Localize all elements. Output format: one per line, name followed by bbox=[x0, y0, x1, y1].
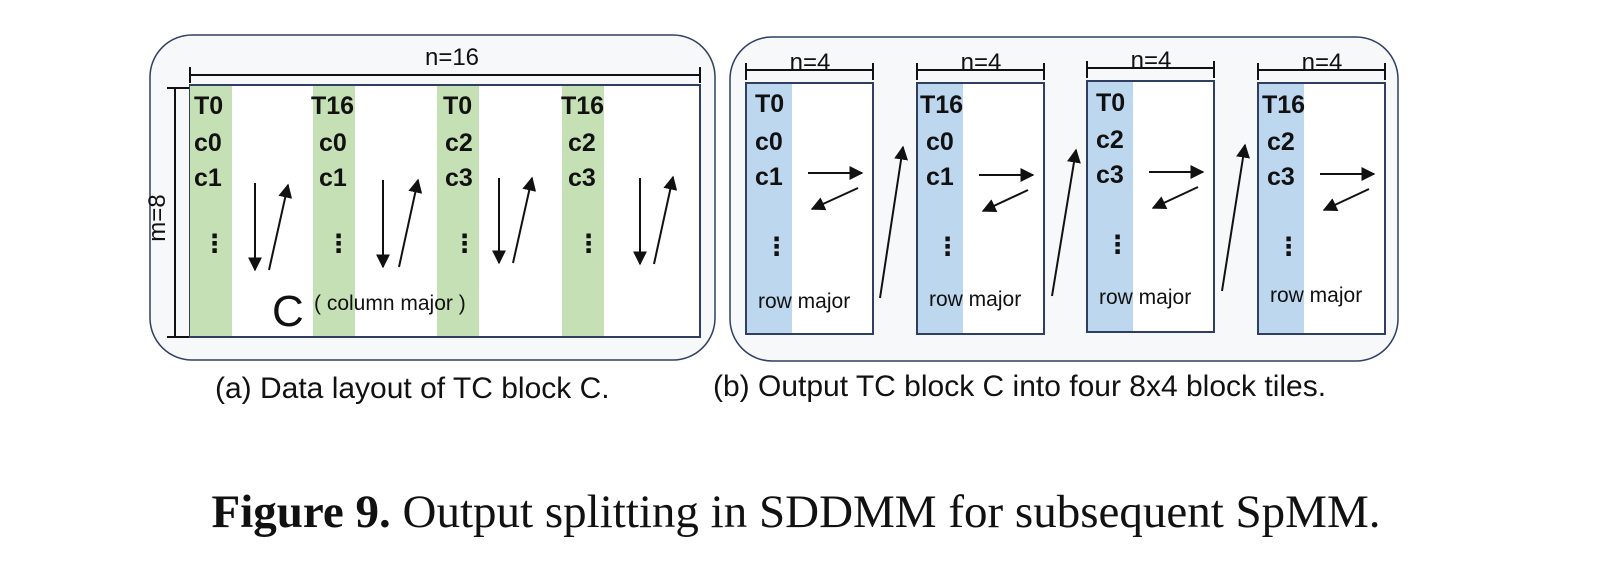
column-1-reg1: c0 bbox=[194, 129, 222, 157]
width-dimension: n=16 bbox=[189, 44, 701, 83]
transition-arrow-1 bbox=[879, 145, 909, 299]
tile-4: n=4 T16 c2 c3 ⋮ row major bbox=[1257, 49, 1386, 335]
width-label: n=16 bbox=[425, 44, 479, 71]
tile-3-strip bbox=[1088, 82, 1133, 331]
column-1-dots: ⋮ bbox=[202, 230, 227, 258]
tile-2-back-arrow bbox=[981, 189, 1029, 213]
tile-1-reg2: c1 bbox=[755, 163, 783, 191]
column-4-dots: ⋮ bbox=[576, 230, 601, 258]
column-1-thread: T0 bbox=[194, 92, 223, 120]
column-2-reg1: c0 bbox=[319, 129, 347, 157]
column-strip-3 bbox=[437, 86, 479, 336]
column-2-dots: ⋮ bbox=[326, 230, 351, 258]
column-2-thread: T16 bbox=[311, 92, 354, 120]
tile-3-reg1: c2 bbox=[1096, 126, 1124, 154]
panel-b-frame bbox=[729, 36, 1399, 362]
tile-2: n=4 T16 c0 c1 ⋮ row major bbox=[916, 49, 1045, 335]
column-2-reg2: c1 bbox=[319, 164, 347, 192]
tile-transition-arrows bbox=[879, 143, 1250, 299]
height-label: m=8 bbox=[144, 194, 171, 241]
panel-a-caption: (a) Data layout of TC block C. bbox=[215, 372, 610, 405]
tile-2-strip bbox=[918, 84, 963, 333]
tile-3-width-label: n=4 bbox=[1131, 47, 1172, 74]
up-arrow-3 bbox=[512, 176, 537, 264]
column-4-reg2: c3 bbox=[568, 164, 596, 192]
column-1-reg2: c1 bbox=[194, 164, 222, 192]
up-arrow-1 bbox=[268, 183, 293, 271]
column-3-reg1: c2 bbox=[445, 129, 473, 157]
height-dimension: m=8 bbox=[144, 87, 190, 338]
tile-4-strip bbox=[1259, 84, 1304, 333]
tile-2-reg1: c0 bbox=[926, 128, 954, 156]
panel-b-caption: (b) Output TC block C into four 8x4 bloc… bbox=[713, 370, 1326, 403]
tile-4-back-arrow bbox=[1322, 188, 1370, 212]
tile-3-thread: T0 bbox=[1096, 89, 1125, 117]
tile-1-note: row major bbox=[758, 290, 850, 313]
tile-1-width-label: n=4 bbox=[790, 49, 831, 76]
tile-3-dots: ⋮ bbox=[1105, 231, 1130, 259]
tile-1-reg1: c0 bbox=[755, 128, 783, 156]
transition-arrow-3 bbox=[1221, 143, 1250, 292]
column-strip-1 bbox=[190, 86, 232, 336]
figure-caption-label: Figure 9. bbox=[212, 486, 391, 538]
column-3-thread: T0 bbox=[443, 92, 472, 120]
tile-4-note: row major bbox=[1270, 284, 1362, 307]
tile-2-thread: T16 bbox=[920, 91, 963, 119]
column-3-dots: ⋮ bbox=[452, 230, 477, 258]
tile-3-note: row major bbox=[1099, 286, 1191, 309]
column-3-reg2: c3 bbox=[445, 164, 473, 192]
up-arrow-2 bbox=[398, 178, 423, 268]
tile-1-dots: ⋮ bbox=[764, 233, 789, 261]
tile-4-reg1: c2 bbox=[1267, 128, 1295, 156]
layout-note: ( column major ) bbox=[314, 292, 466, 315]
up-arrow-4 bbox=[653, 175, 678, 265]
tile-1-strip bbox=[747, 84, 792, 333]
tile-1-thread: T0 bbox=[755, 90, 784, 118]
panel-a: n=16 m=8 T0 c0 c1 ⋮ T16 c0 c1 ⋮ T0 c2 c3… bbox=[144, 34, 716, 361]
figure-caption-text: Output splitting in SDDMM for subsequent… bbox=[391, 486, 1381, 538]
tile-4-width-label: n=4 bbox=[1302, 49, 1343, 76]
matrix-letter: C bbox=[272, 287, 304, 336]
traversal-arrows bbox=[248, 175, 678, 272]
tile-3: n=4 T0 c2 c3 ⋮ row major bbox=[1086, 47, 1215, 333]
figure-caption: Figure 9. Output splitting in SDDMM for … bbox=[212, 486, 1381, 538]
tile-2-width-label: n=4 bbox=[961, 49, 1002, 76]
column-4-reg1: c2 bbox=[568, 129, 596, 157]
tile-2-reg2: c1 bbox=[926, 163, 954, 191]
tile-3-reg2: c3 bbox=[1096, 161, 1124, 189]
transition-arrow-2 bbox=[1051, 148, 1081, 297]
column-4-thread: T16 bbox=[561, 92, 604, 120]
tile-4-thread: T16 bbox=[1262, 91, 1305, 119]
tile-4-reg2: c3 bbox=[1267, 163, 1295, 191]
column-strip-2 bbox=[313, 86, 355, 336]
tile-2-dots: ⋮ bbox=[935, 233, 960, 261]
tile-4-dots: ⋮ bbox=[1276, 233, 1301, 261]
tile-1-back-arrow bbox=[810, 187, 859, 211]
panel-b: n=4 T0 c0 c1 ⋮ row major n=4 T16 c0 c1 ⋮ bbox=[729, 36, 1399, 362]
tile-1: n=4 T0 c0 c1 ⋮ row major bbox=[745, 49, 874, 335]
tile-3-back-arrow bbox=[1151, 186, 1199, 210]
column-strip-4 bbox=[562, 86, 604, 336]
tile-2-note: row major bbox=[929, 288, 1021, 311]
